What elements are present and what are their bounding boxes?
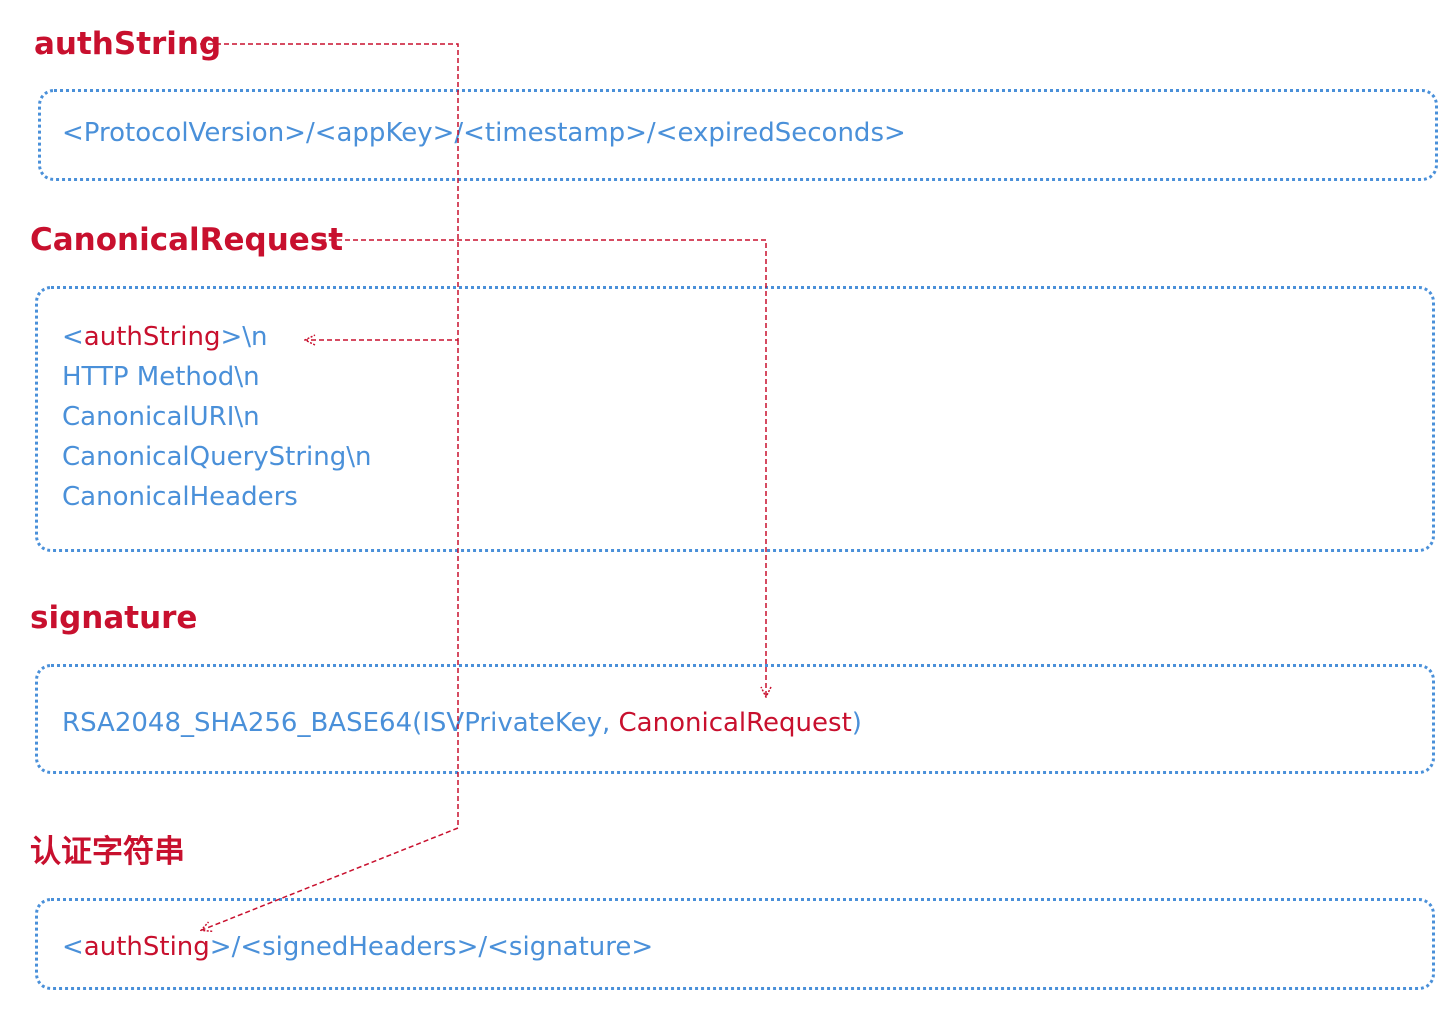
heading-authstring: authString xyxy=(34,26,222,62)
heading-canonicalrequest: CanonicalRequest xyxy=(30,222,344,258)
authstring-box xyxy=(38,89,1438,181)
signature-prefix: RSA2048_SHA256_BASE64(ISVPrivateKey, xyxy=(62,708,619,738)
bracket-close: >\n xyxy=(220,322,268,352)
authstring-format-text: <ProtocolVersion>/<appKey>/<timestamp>/<… xyxy=(62,118,906,148)
auth-header-box xyxy=(35,898,1435,990)
auth-header-format-text: <authSting>/<signedHeaders>/<signature> xyxy=(62,931,653,963)
canonicalrequest-line-uri: CanonicalURI\n xyxy=(62,402,260,432)
canonicalrequest-line-http-method: HTTP Method\n xyxy=(62,362,260,392)
authsting-reference: authSting xyxy=(83,932,210,962)
heading-signature: signature xyxy=(30,600,198,636)
canonicalrequest-reference: CanonicalRequest xyxy=(618,708,852,738)
canonicalrequest-line-headers: CanonicalHeaders xyxy=(62,482,298,512)
auth-header-bracket-open: < xyxy=(62,932,84,962)
auth-header-rest: >/<signedHeaders>/<signature> xyxy=(209,932,654,962)
authstring-reference: authString xyxy=(83,322,221,352)
canonicalrequest-line-authstring: <authString>\n xyxy=(62,321,268,353)
heading-auth-header: 认证字符串 xyxy=(30,834,185,870)
canonicalrequest-line-querystring: CanonicalQueryString\n xyxy=(62,442,372,472)
signature-suffix: ) xyxy=(851,708,862,738)
bracket-open: < xyxy=(62,322,84,352)
signature-formula-text: RSA2048_SHA256_BASE64(ISVPrivateKey, Can… xyxy=(62,707,862,739)
